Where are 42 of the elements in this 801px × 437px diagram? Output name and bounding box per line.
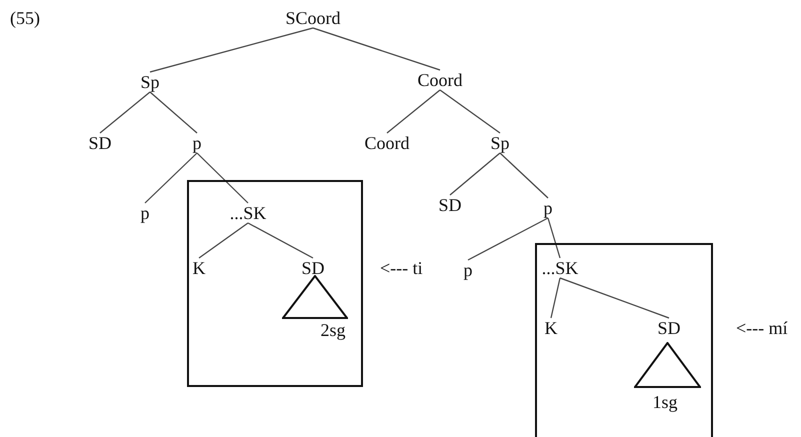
tree-branch: [150, 27, 314, 73]
tree-branch: [500, 152, 548, 198]
tree-node-label: ...SK: [542, 258, 578, 278]
tree-node-label: K: [192, 258, 206, 278]
tree-branch: [248, 222, 314, 259]
tree-branch: [468, 217, 548, 261]
annotation: <--- mí: [736, 318, 788, 338]
tree-branch: [440, 90, 500, 134]
tree-node-label: K: [544, 318, 558, 338]
tree-node-label: Sp: [490, 133, 510, 153]
tree-branch: [550, 278, 561, 318]
tree-node-label: SCoord: [286, 8, 340, 28]
tree-node-label: p: [544, 198, 552, 218]
tree-node-label: p: [192, 133, 202, 153]
tree-branch: [100, 92, 150, 134]
tree-node-label: SD: [658, 318, 680, 338]
tree-branch: [144, 152, 198, 204]
tree-branch: [386, 90, 440, 134]
tree-node-label: 2sg: [320, 320, 346, 340]
tree-node-label: Sp: [140, 72, 160, 92]
tree-node-label: Coord: [418, 70, 462, 90]
tree-branch: [450, 152, 500, 196]
tree-branch: [150, 92, 198, 134]
example-number: (55): [10, 8, 40, 28]
triangle-shape: [634, 342, 701, 388]
tree-node-label: Coord: [364, 133, 410, 153]
tree-branch: [196, 152, 248, 204]
bracket-box: [187, 180, 363, 387]
tree-node-label: SD: [438, 195, 462, 215]
tree-branch: [198, 222, 248, 258]
triangle-shape: [282, 275, 348, 319]
tree-node-label: SD: [88, 133, 112, 153]
tree-node-label: SD: [302, 258, 324, 278]
tree-branch: [547, 218, 561, 258]
tree-node-label: ...SK: [230, 203, 266, 223]
tree-node-label: 1sg: [652, 392, 678, 412]
tree-branch: [560, 277, 670, 319]
annotation: <--- ti: [380, 258, 423, 278]
tree-branch: [312, 27, 440, 71]
bracket-box: [535, 243, 713, 437]
tree-node-label: p: [464, 260, 472, 280]
tree-node-label: p: [140, 203, 150, 223]
